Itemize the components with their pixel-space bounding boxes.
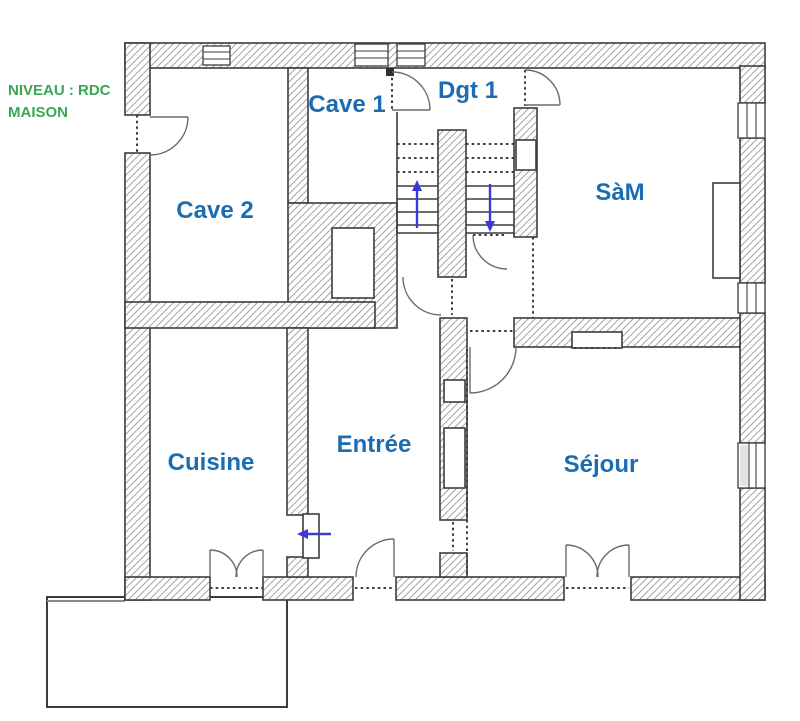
staircase-down: [466, 143, 514, 234]
wall-bottom-3: [395, 576, 565, 601]
wall-bottom-2: [262, 576, 354, 601]
door-cave2-arc: [149, 116, 189, 156]
staircase-up: [396, 112, 438, 234]
room-label-dgt1: Dgt 1: [438, 77, 498, 104]
wall-bottom-1: [124, 576, 211, 601]
entree-wall-niche-2: [443, 427, 466, 489]
window-cave1-top-1: [354, 43, 389, 67]
niches: [302, 139, 741, 559]
window-sam-right-1: [737, 102, 766, 139]
wall-right-3: [739, 312, 766, 444]
sam-wall-niche: [515, 139, 537, 171]
sam-radiator: [712, 182, 741, 279]
walls: [124, 42, 766, 601]
building-label: MAISON: [8, 104, 68, 121]
door-sejour-french-arc-left: [565, 544, 599, 578]
room-label-cave2: Cave 2: [176, 197, 253, 224]
wall-entree-sejour-lower: [439, 552, 468, 578]
legend: NIVEAU : RDC MAISON: [8, 82, 111, 121]
windows: [202, 43, 766, 489]
terrace-outline: [46, 596, 288, 708]
wall-stair-sam: [513, 107, 538, 238]
room-label-cave1: Cave 1: [308, 91, 385, 118]
room-labels: Cave 1 Dgt 1 Cave 2 SàM Cuisine Entrée S…: [168, 77, 645, 478]
door-stair-arc: [472, 234, 508, 270]
entree-wall-niche-1: [443, 379, 466, 403]
wall-right-1: [739, 65, 766, 104]
level-label: NIVEAU : RDC: [8, 82, 111, 99]
room-label-entree: Entrée: [337, 431, 412, 458]
wall-right-2: [739, 137, 766, 284]
stairs-down-arrow-icon: [485, 184, 495, 232]
window-dgt1-top: [396, 43, 426, 67]
door-sejour-arc: [469, 346, 517, 394]
window-sam-right-2: [737, 282, 766, 314]
wall-entree-sejour-upper: [439, 317, 468, 521]
wall-right-4: [739, 487, 766, 601]
door-sejour-french-arc-right: [596, 544, 630, 578]
wall-cave2-cuisine: [124, 301, 376, 329]
understairs-closet: [331, 227, 375, 299]
wall-left-lower: [124, 152, 151, 601]
room-label-cuisine: Cuisine: [168, 449, 255, 476]
pass-through-left-arrow-icon: [297, 529, 331, 539]
window-cave2-top: [202, 45, 231, 66]
door-cuisine-arc-left: [209, 549, 238, 578]
door-cuisine-arc-right: [235, 549, 264, 578]
wall-cuisine-entree-lower: [286, 556, 309, 578]
doors: [136, 68, 630, 589]
door-cave1-arc: [391, 71, 431, 111]
sejour-top-niche: [571, 331, 623, 349]
wall-stair-center: [437, 129, 467, 278]
wall-cave2-cave1: [287, 67, 309, 204]
wall-cuisine-entree-upper: [286, 327, 309, 516]
wall-left-upper: [124, 42, 151, 116]
wall-top: [124, 42, 766, 69]
room-label-sam: SàM: [595, 179, 644, 206]
wall-sam-sejour: [513, 317, 741, 348]
door-hall-arc: [402, 276, 442, 316]
door-sam-arc: [524, 69, 561, 106]
room-label-sejour: Séjour: [564, 451, 639, 478]
stairs-up-arrow-icon: [412, 180, 422, 228]
door-entree-arc: [355, 538, 395, 578]
